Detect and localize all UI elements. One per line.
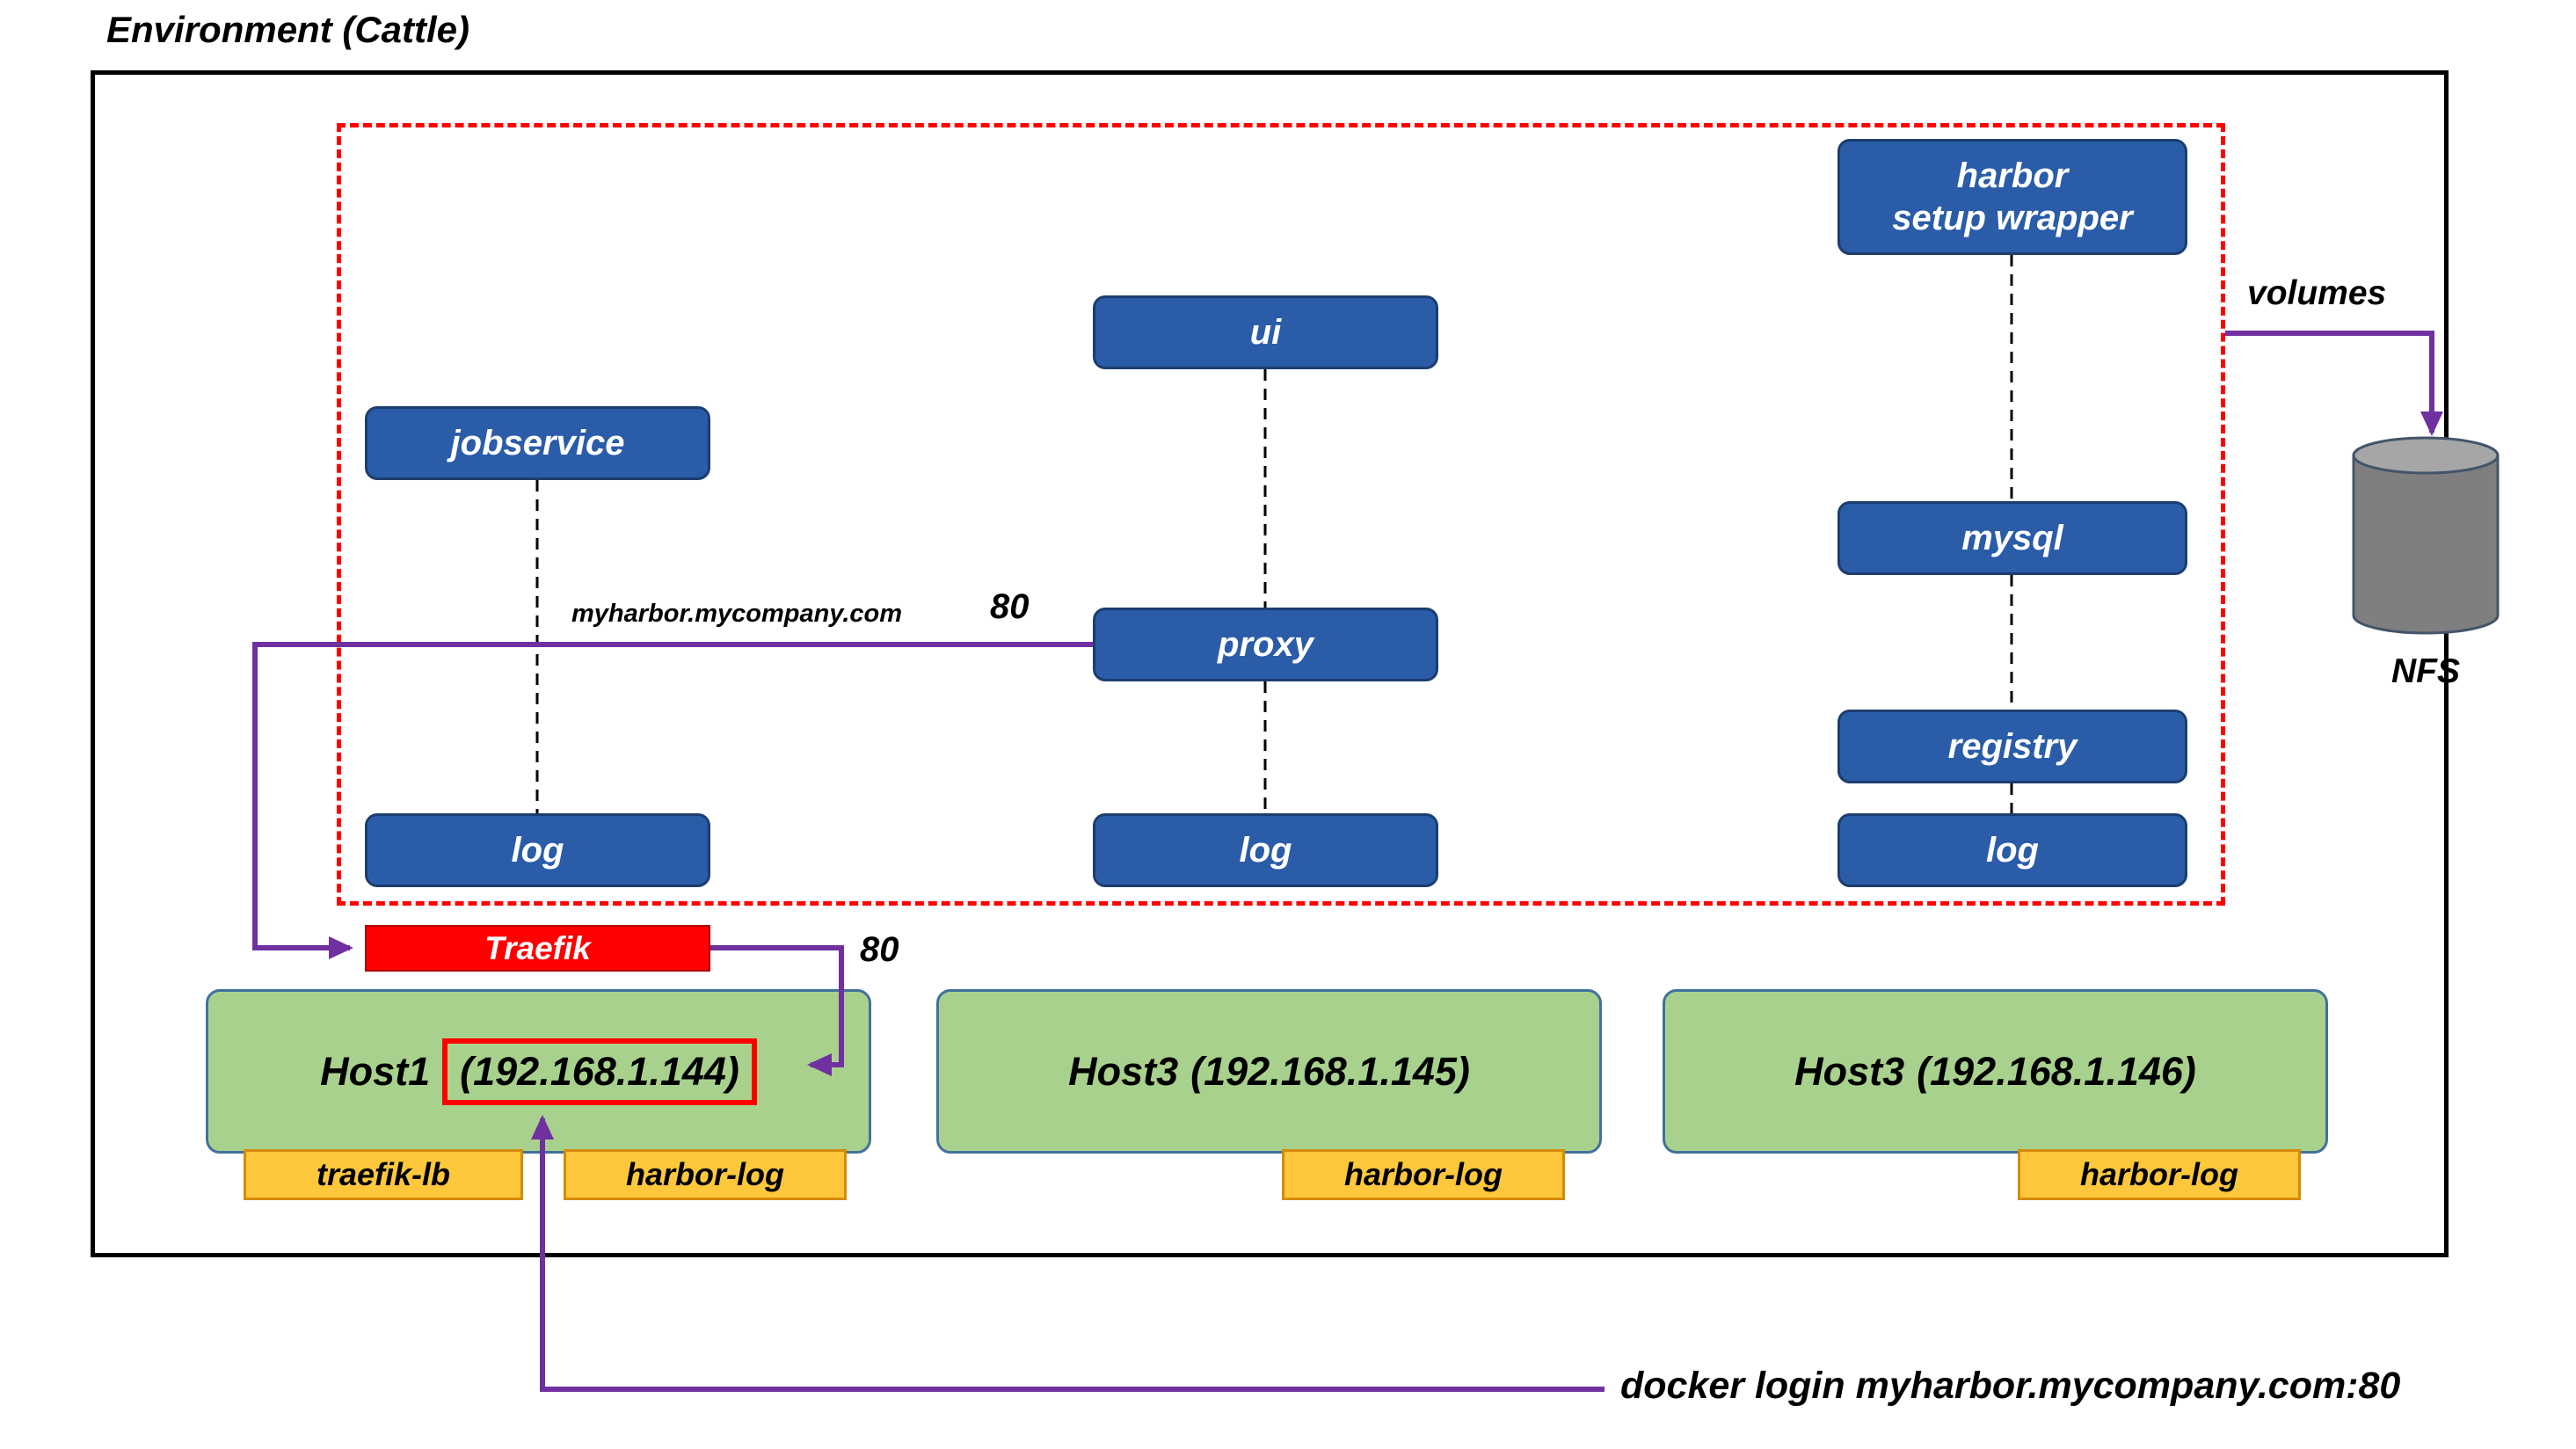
service-box-registry: registry: [1837, 710, 2187, 783]
service-label: log: [1239, 831, 1292, 870]
service-box-log-proxy: log: [1093, 813, 1438, 887]
service-box-log-jobservice: log: [365, 813, 710, 887]
host-box-1: Host1 (192.168.1.144): [206, 989, 871, 1154]
traefik-label: Traefik: [484, 929, 591, 966]
tag-harbor-log-host2: harbor-log: [1282, 1149, 1565, 1200]
host-ip: (192.168.1.146): [1917, 1048, 2196, 1094]
service-label: setup wrapper: [1892, 199, 2133, 237]
tag-harbor-log-host1: harbor-log: [564, 1149, 847, 1200]
service-label: jobservice: [450, 424, 625, 462]
harbor-stack-boundary: [337, 123, 2225, 906]
service-label: log: [511, 831, 564, 870]
host-ip-highlight: (192.168.1.144): [442, 1038, 757, 1105]
port-80-traefik-label: 80: [860, 930, 899, 969]
tag-traefik-lb: traefik-lb: [244, 1149, 523, 1200]
host-name: Host1: [320, 1048, 431, 1094]
docker-login-label: docker login myharbor.mycompany.com:80: [1620, 1365, 2401, 1407]
domain-label: myharbor.mycompany.com: [571, 600, 903, 628]
service-box-mysql: mysql: [1837, 501, 2187, 575]
service-label: registry: [1947, 727, 2078, 766]
service-box-ui: ui: [1093, 295, 1438, 369]
service-label: harbor: [1956, 157, 2069, 195]
host-box-2: Host3 (192.168.1.145): [936, 989, 1602, 1154]
service-label: proxy: [1218, 625, 1313, 664]
host-name: Host3: [1068, 1048, 1179, 1094]
tag-harbor-log-host3: harbor-log: [2018, 1149, 2301, 1200]
service-box-log-registry: log: [1837, 813, 2187, 887]
environment-title: Environment (Cattle): [106, 9, 470, 50]
service-label: mysql: [1961, 519, 2063, 557]
host-box-3: Host3 (192.168.1.146): [1663, 989, 2328, 1154]
service-box-proxy: proxy: [1093, 608, 1438, 681]
service-label: log: [1986, 831, 2039, 870]
port-80-proxy-label: 80: [990, 587, 1030, 626]
service-box-jobservice: jobservice: [365, 406, 710, 480]
service-box-harbor-setup-wrapper: harbor setup wrapper: [1837, 139, 2187, 255]
host-ip: (192.168.1.145): [1190, 1048, 1470, 1094]
service-label: ui: [1249, 313, 1282, 352]
volumes-label: volumes: [2247, 274, 2387, 312]
host-name: Host3: [1794, 1048, 1905, 1094]
traefik-box: Traefik: [365, 925, 710, 972]
nfs-label: NFS: [2391, 652, 2460, 690]
